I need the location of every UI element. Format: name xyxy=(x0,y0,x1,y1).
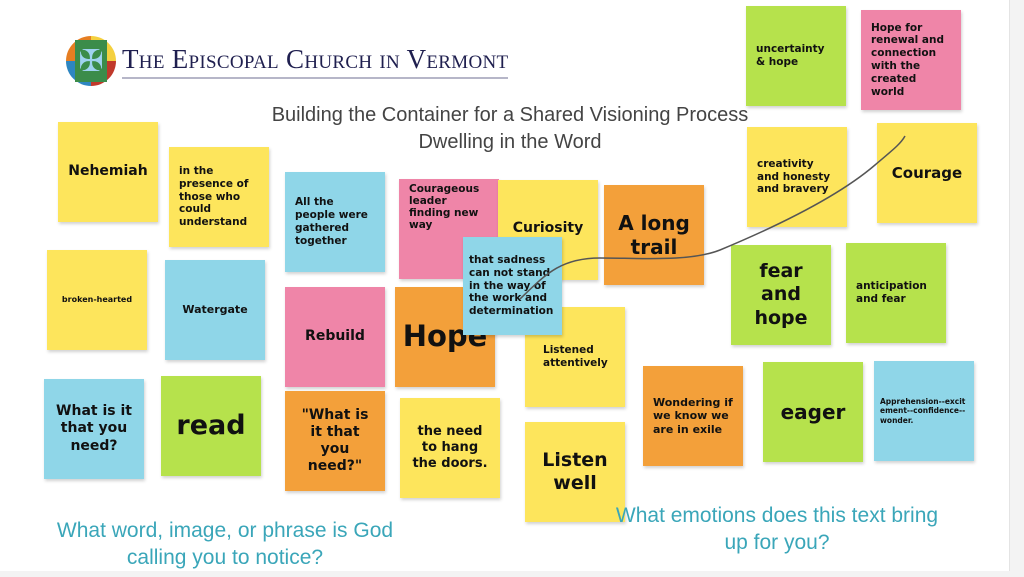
sticky-note[interactable]: the need to hang the doors. xyxy=(400,398,500,498)
scroll-edge xyxy=(1009,0,1024,577)
sticky-note[interactable]: Courage xyxy=(877,123,977,223)
sticky-note[interactable]: Nehemiah xyxy=(58,122,158,222)
sticky-note[interactable]: Watergate xyxy=(165,260,265,360)
sticky-note[interactable]: eager xyxy=(763,362,863,462)
sticky-note[interactable]: Hope for renewal and connection with the… xyxy=(861,10,961,110)
sticky-note[interactable]: read xyxy=(161,376,261,476)
sticky-note[interactable]: anticipation and fear xyxy=(846,243,946,343)
sticky-note[interactable]: Apprehension--excitement--confidence--wo… xyxy=(874,361,974,461)
sticky-note[interactable]: broken-hearted xyxy=(47,250,147,350)
prompt-right: What emotions does this text bring up fo… xyxy=(615,504,939,555)
sticky-note[interactable]: All the people were gathered together xyxy=(285,172,385,272)
sticky-note[interactable]: that sadness can not stand in the way of… xyxy=(463,237,562,335)
sticky-note[interactable]: in the presence of those who could under… xyxy=(169,147,269,247)
bottom-edge xyxy=(0,571,1024,577)
church-logo: ✠ The Episcopal Church in Vermont xyxy=(66,36,509,86)
sticky-note[interactable]: Rebuild xyxy=(285,287,385,387)
sticky-note[interactable]: Listen well xyxy=(525,422,625,522)
sticky-note[interactable]: uncertainty & hope xyxy=(746,6,846,106)
prompt-left: What word, image, or phrase is God calli… xyxy=(56,519,394,570)
cross-logo-icon: ✠ xyxy=(66,36,116,86)
sticky-note[interactable]: A long trail xyxy=(604,185,704,285)
sticky-note[interactable]: creativity and honesty and bravery xyxy=(747,127,847,227)
logo-text: The Episcopal Church in Vermont xyxy=(122,44,509,79)
sticky-note[interactable]: fear and hope xyxy=(731,245,831,345)
slide-title: Building the Container for a Shared Visi… xyxy=(271,104,749,126)
slide-subtitle: Dwelling in the Word xyxy=(418,131,602,153)
sticky-note[interactable]: "What is it that you need?" xyxy=(285,391,385,491)
sticky-note[interactable]: What is it that you need? xyxy=(44,379,144,479)
sticky-note[interactable]: Wondering if we know we are in exile xyxy=(643,366,743,466)
